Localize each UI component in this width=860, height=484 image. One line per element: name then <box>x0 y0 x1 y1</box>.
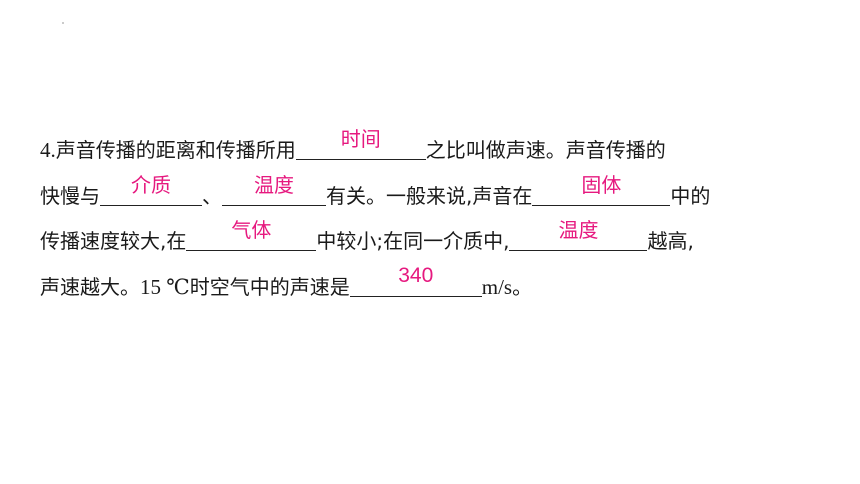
answer-text-3: 温度 <box>254 172 294 197</box>
answer-blank-5: 气体 <box>186 218 317 251</box>
question-text: 中较小;在同一介质中, <box>316 229 510 253</box>
answer-blank-4: 固体 <box>532 173 671 206</box>
question-text: 中的 <box>670 183 711 208</box>
question-line-2: 快慢与 介质 、 温度 有关。一般来说,声音在 固体 中的 <box>40 173 830 220</box>
unit-label: m/s <box>481 274 513 299</box>
question-text: 时空气中的声速是 <box>189 274 350 299</box>
answer-blank-2: 介质 <box>100 173 202 206</box>
answer-text-2: 介质 <box>131 172 171 197</box>
question-text: 越高, <box>647 229 694 253</box>
answer-blank-7: 340 <box>349 264 482 297</box>
question-text: 有关。一般来说,声音在 <box>326 183 533 208</box>
answer-text-5: 气体 <box>231 218 272 242</box>
answer-blank-6: 温度 <box>509 218 648 251</box>
answer-text-7: 340 <box>398 263 434 287</box>
question-text: 。 <box>512 274 533 299</box>
question-number: 4. <box>40 138 56 162</box>
answer-text-6: 温度 <box>558 218 599 242</box>
question-text: 声音传播的距离和传播所用 <box>55 138 296 162</box>
temperature-value: 15 ℃ <box>140 274 190 299</box>
question-line-1: 4.声音传播的距离和传播所用 时间 之比叫做声速。声音传播的 <box>40 127 830 174</box>
question-paragraph: 4.声音传播的距离和传播所用时间之比叫做声速。声音传播的 快慢与介质、温度有关。… <box>40 127 830 311</box>
question-text: 之比叫做声速。声音传播的 <box>425 138 666 162</box>
question-line-4: 声速越大。15 ℃时空气中的声速是 340 m/s。 <box>40 264 830 311</box>
answer-text-4: 固体 <box>581 172 622 197</box>
question-text: 声速越大。 <box>40 274 140 299</box>
question-text: 快慢与 <box>40 183 100 208</box>
question-line-3: 传播速度较大,在 气体 中较小;在同一介质中, 温度 越高, <box>40 218 830 265</box>
separator: 、 <box>202 183 222 208</box>
decorative-dot <box>62 22 64 24</box>
answer-blank-1: 时间 <box>295 127 426 160</box>
question-text: 传播速度较大,在 <box>40 229 187 253</box>
answer-text-1: 时间 <box>340 127 381 151</box>
answer-blank-3: 温度 <box>222 173 326 206</box>
